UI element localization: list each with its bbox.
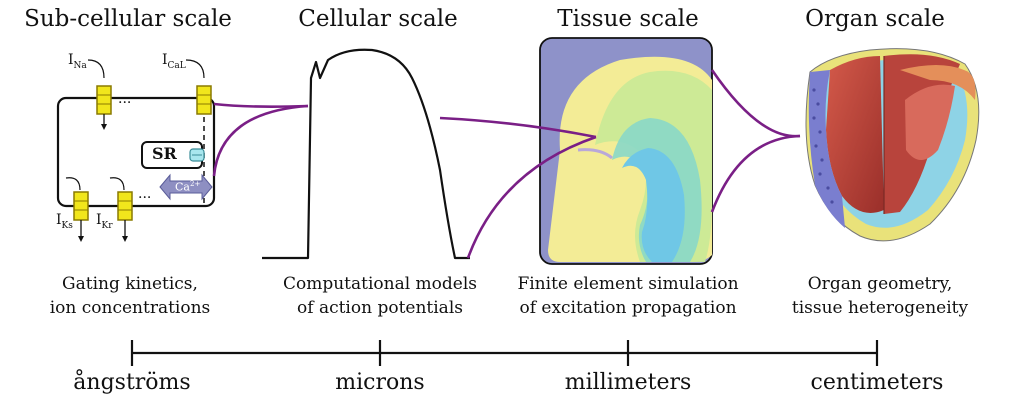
caption-organ-line1: Organ geometry, bbox=[807, 274, 953, 294]
cell-diagram bbox=[56, 59, 216, 242]
caption-tissue-line2: of excitation propagation bbox=[519, 298, 737, 318]
ina-channel bbox=[87, 59, 112, 130]
ellipsis-bottom: ... bbox=[138, 186, 152, 202]
ikr-channel bbox=[109, 177, 133, 242]
label-ina: INa bbox=[68, 52, 87, 71]
scale-label-microns: microns bbox=[335, 370, 425, 395]
heart-mesh bbox=[805, 48, 980, 242]
caption-subcellular-line1: Gating kinetics, bbox=[62, 274, 198, 294]
caption-tissue: Finite element simulation of excitation … bbox=[517, 272, 738, 320]
title-subcellular: Sub-cellular scale bbox=[24, 6, 232, 32]
scale-axis bbox=[130, 340, 879, 366]
ca-arrow bbox=[159, 173, 213, 201]
scale-label-millimeters: millimeters bbox=[564, 370, 692, 395]
label-ical: ICaL bbox=[162, 52, 186, 71]
sr-label: SR bbox=[152, 144, 177, 163]
caption-cellular: Computational models of action potential… bbox=[283, 272, 477, 320]
scale-label-centimeters: centimeters bbox=[810, 370, 944, 395]
title-tissue: Tissue scale bbox=[557, 6, 699, 32]
caption-subcellular: Gating kinetics, ion concentrations bbox=[50, 272, 211, 320]
ca-label: Ca2+ bbox=[175, 180, 201, 194]
ical-channel bbox=[185, 59, 212, 115]
label-iks: IKs bbox=[56, 212, 73, 231]
connectors bbox=[212, 69, 801, 259]
cell-membrane bbox=[56, 96, 216, 208]
caption-cellular-line2: of action potentials bbox=[297, 298, 463, 318]
caption-organ-line2: tissue heterogeneity bbox=[791, 298, 969, 318]
label-ikr: IKr bbox=[96, 212, 113, 231]
action-potential-trace bbox=[262, 48, 470, 260]
caption-subcellular-line2: ion concentrations bbox=[49, 298, 211, 318]
scale-label-angstroms: ångströms bbox=[73, 370, 191, 395]
tissue-slab bbox=[539, 37, 713, 265]
caption-cellular-line1: Computational models bbox=[282, 274, 478, 294]
ellipsis-top: ... bbox=[118, 91, 132, 107]
title-cellular: Cellular scale bbox=[298, 6, 458, 32]
iks-channel bbox=[65, 177, 89, 242]
caption-organ: Organ geometry, tissue heterogeneity bbox=[792, 272, 968, 320]
caption-tissue-line1: Finite element simulation bbox=[517, 274, 739, 294]
title-organ: Organ scale bbox=[805, 6, 945, 32]
